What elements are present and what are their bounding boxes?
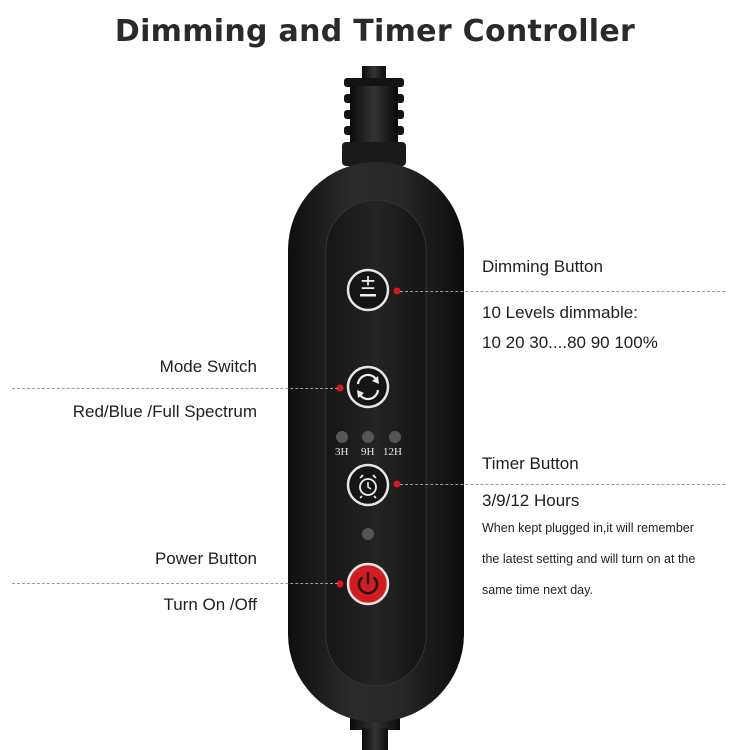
power-led [362,528,374,540]
mode-switch-label: Mode Switch [159,357,257,376]
controller-face [325,199,427,687]
mode-leader-line [12,388,338,389]
timer-note-line1: When kept plugged in,it will remember [482,521,694,535]
led-3h [336,431,348,443]
dimming-indicator [393,287,401,295]
strain-relief-top [342,78,406,166]
dimming-desc-line1: 10 Levels dimmable: [482,303,638,322]
dimming-button-label: Dimming Button [482,257,603,276]
led-label-9h: 9H [361,446,375,458]
led-12h [389,431,401,443]
mode-indicator [336,384,344,392]
power-desc: Turn On /Off [163,595,257,614]
power-indicator [336,580,344,588]
timer-button [346,463,390,507]
led-label-3h: 3H [335,446,349,458]
power-button-label: Power Button [154,549,257,568]
bottom-cable [362,728,388,750]
page-title: Dimming and Timer Controller [114,14,636,49]
timer-button-label: Timer Button [482,454,579,473]
power-leader-line [12,583,338,584]
dimming-desc-line2: 10 20 30....80 90 100% [482,333,658,352]
timer-leader-line [400,484,725,485]
timer-hours: 3/9/12 Hours [482,491,580,510]
timer-note-line2: the latest setting and will turn on at t… [482,552,696,566]
timer-indicator [393,480,401,488]
mode-desc: Red/Blue /Full Spectrum [72,402,257,421]
timer-note-line3: same time next day. [482,583,593,597]
led-label-12h: 12H [383,446,402,458]
svg-text:±: ± [360,270,377,294]
led-9h [362,431,374,443]
dimming-button: ± [346,268,390,312]
mode-switch-button [346,365,390,409]
power-button [346,562,390,606]
dimming-leader-line [400,291,725,292]
